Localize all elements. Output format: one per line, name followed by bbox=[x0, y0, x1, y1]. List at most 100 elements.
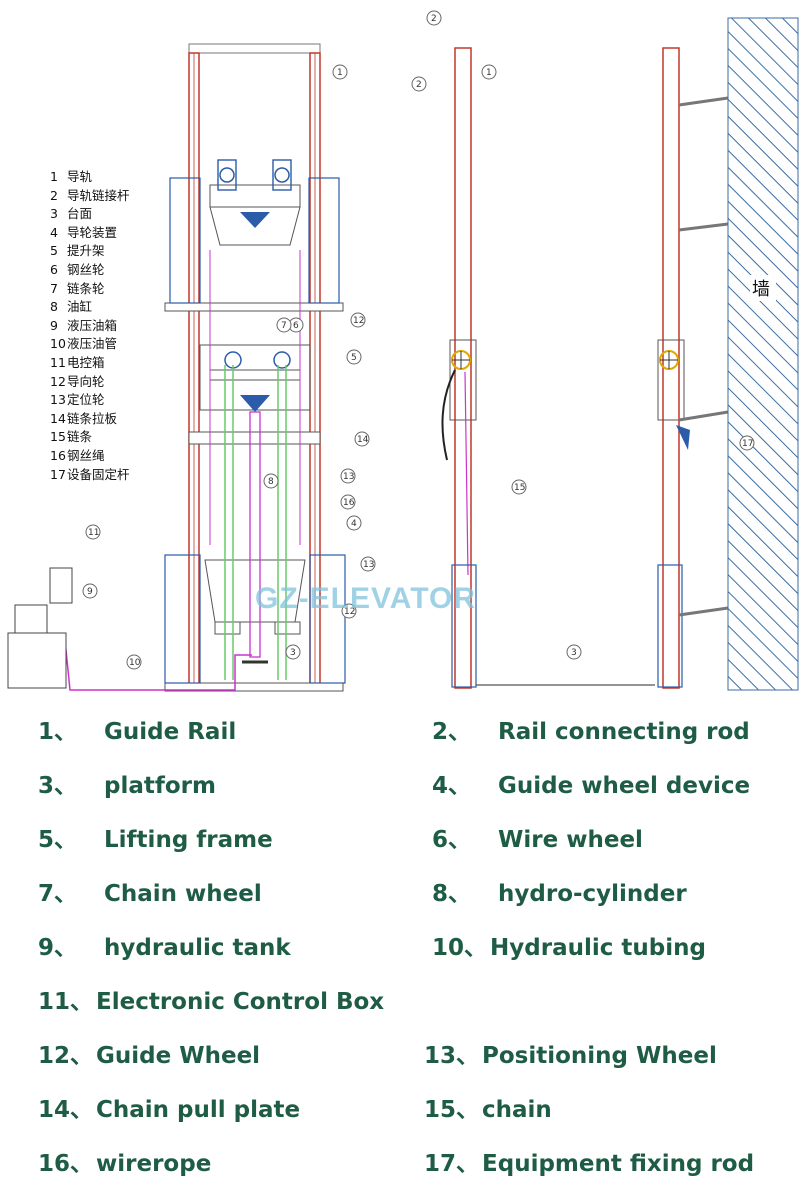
part-number: 15 bbox=[424, 1097, 457, 1123]
part-separator: 、 bbox=[70, 1043, 94, 1069]
side-view-b bbox=[657, 47, 729, 689]
legend-text: 定位轮 bbox=[67, 392, 105, 408]
watermark: GZ-ELEVATOR bbox=[255, 582, 476, 615]
svg-text:8: 8 bbox=[268, 477, 274, 487]
svg-text:9: 9 bbox=[87, 587, 93, 597]
legend-number: 1 bbox=[50, 169, 58, 184]
legend-item: 1 导轨 bbox=[50, 168, 92, 187]
part-number: 8 bbox=[432, 881, 449, 907]
part-label: Equipment fixing rod bbox=[482, 1151, 755, 1177]
svg-text:12: 12 bbox=[344, 607, 355, 617]
legend-item: 15链条 bbox=[50, 428, 92, 447]
callout-2b: 2 bbox=[411, 76, 427, 92]
callout-3b: 3 bbox=[566, 644, 582, 660]
part-caption: 5、 Lifting frame bbox=[38, 820, 273, 854]
callout-7: 7 bbox=[276, 317, 292, 333]
legend-item: 17设备固定杆 bbox=[50, 466, 130, 485]
legend-item: 16钢丝绳 bbox=[50, 447, 105, 466]
callout-13b: 13 bbox=[360, 556, 376, 572]
part-caption: 16、wirerope bbox=[38, 1144, 211, 1178]
part-label: Wire wheel bbox=[498, 827, 643, 853]
legend-text: 钢丝轮 bbox=[67, 262, 105, 277]
legend-number: 14 bbox=[50, 410, 66, 426]
part-separator: 、 bbox=[54, 719, 78, 745]
part-label: Electronic Control Box bbox=[96, 989, 385, 1015]
part-separator: 、 bbox=[54, 773, 78, 799]
part-number: 16 bbox=[38, 1151, 71, 1177]
part-separator: 、 bbox=[448, 719, 472, 745]
legend-item: 7 链条轮 bbox=[50, 280, 105, 299]
callout-6: 6 bbox=[288, 317, 304, 333]
svg-text:13: 13 bbox=[363, 560, 374, 570]
callout-1: 1 bbox=[332, 64, 348, 80]
legend-text: 液压油箱 bbox=[67, 317, 118, 333]
part-separator: 、 bbox=[54, 827, 78, 853]
svg-text:3: 3 bbox=[290, 648, 296, 658]
part-caption: 10、Hydraulic tubing bbox=[432, 928, 706, 962]
part-number: 5 bbox=[38, 827, 55, 853]
part-label: hydraulic tank bbox=[104, 935, 291, 961]
part-separator: 、 bbox=[70, 1097, 94, 1123]
legend-item: 14链条拉板 bbox=[50, 410, 117, 429]
legend-text: 油缸 bbox=[67, 299, 93, 315]
svg-text:17: 17 bbox=[742, 439, 753, 449]
part-label: Positioning Wheel bbox=[482, 1043, 717, 1069]
callout-9: 9 bbox=[82, 583, 98, 599]
part-number: 2 bbox=[432, 719, 449, 745]
legend-number: 13 bbox=[50, 392, 66, 408]
legend-number: 7 bbox=[50, 280, 58, 296]
part-separator: 、 bbox=[70, 989, 94, 1015]
part-label: Lifting frame bbox=[104, 827, 273, 853]
part-separator: 、 bbox=[448, 881, 472, 907]
part-separator: 、 bbox=[448, 773, 472, 799]
svg-text:16: 16 bbox=[343, 498, 355, 508]
part-caption: 14、Chain pull plate bbox=[38, 1090, 300, 1124]
callout-16: 16 bbox=[340, 494, 356, 510]
part-number: 17 bbox=[424, 1151, 457, 1177]
legend-text: 链条拉板 bbox=[67, 410, 118, 426]
callouts: 1 1 2 2 3 3 4 5 6 7 8 9 10 11 12 12 13 1… bbox=[82, 10, 755, 670]
legend-text: 导轮装置 bbox=[67, 224, 118, 240]
front-view bbox=[7, 43, 346, 692]
part-caption: 6、Wire wheel bbox=[432, 820, 643, 854]
legend-text: 导轨 bbox=[67, 169, 93, 184]
legend-number: 12 bbox=[50, 373, 66, 389]
wall bbox=[727, 17, 799, 691]
part-caption: 13、Positioning Wheel bbox=[424, 1036, 717, 1070]
part-label: hydro-cylinder bbox=[498, 881, 687, 907]
part-caption: 9、hydraulic tank bbox=[38, 928, 291, 962]
part-label: platform bbox=[104, 773, 216, 799]
part-number: 13 bbox=[424, 1043, 457, 1069]
part-label: Guide wheel device bbox=[498, 773, 751, 799]
legend-text: 链条轮 bbox=[67, 280, 105, 296]
part-number: 1 bbox=[38, 719, 55, 745]
callout-1b: 1 bbox=[481, 64, 497, 80]
part-caption: 4、 Guide wheel device bbox=[432, 766, 750, 800]
part-label: Hydraulic tubing bbox=[490, 935, 706, 961]
legend-item: 10液压油管 bbox=[50, 335, 117, 354]
legend-number: 4 bbox=[50, 224, 58, 240]
legend-text: 电控箱 bbox=[67, 355, 105, 370]
part-label: Guide Wheel bbox=[96, 1043, 261, 1069]
part-number: 14 bbox=[38, 1097, 71, 1123]
svg-text:3: 3 bbox=[571, 648, 577, 658]
part-label: wirerope bbox=[96, 1151, 212, 1177]
callout-11: 11 bbox=[85, 524, 101, 540]
callout-8: 8 bbox=[263, 473, 279, 489]
svg-text:6: 6 bbox=[293, 321, 299, 331]
svg-text:1: 1 bbox=[486, 68, 492, 78]
part-number: 4 bbox=[432, 773, 449, 799]
part-separator: 、 bbox=[448, 827, 472, 853]
legend-text: 导轨链接杆 bbox=[67, 187, 130, 203]
part-number: 10 bbox=[432, 935, 465, 961]
legend-text: 提升架 bbox=[67, 243, 105, 259]
callout-12b: 12 bbox=[341, 603, 357, 619]
part-caption: 11、Electronic Control Box bbox=[38, 982, 384, 1016]
legend-number: 2 bbox=[50, 187, 58, 203]
svg-text:13: 13 bbox=[343, 472, 354, 482]
callout-3: 3 bbox=[285, 644, 301, 660]
